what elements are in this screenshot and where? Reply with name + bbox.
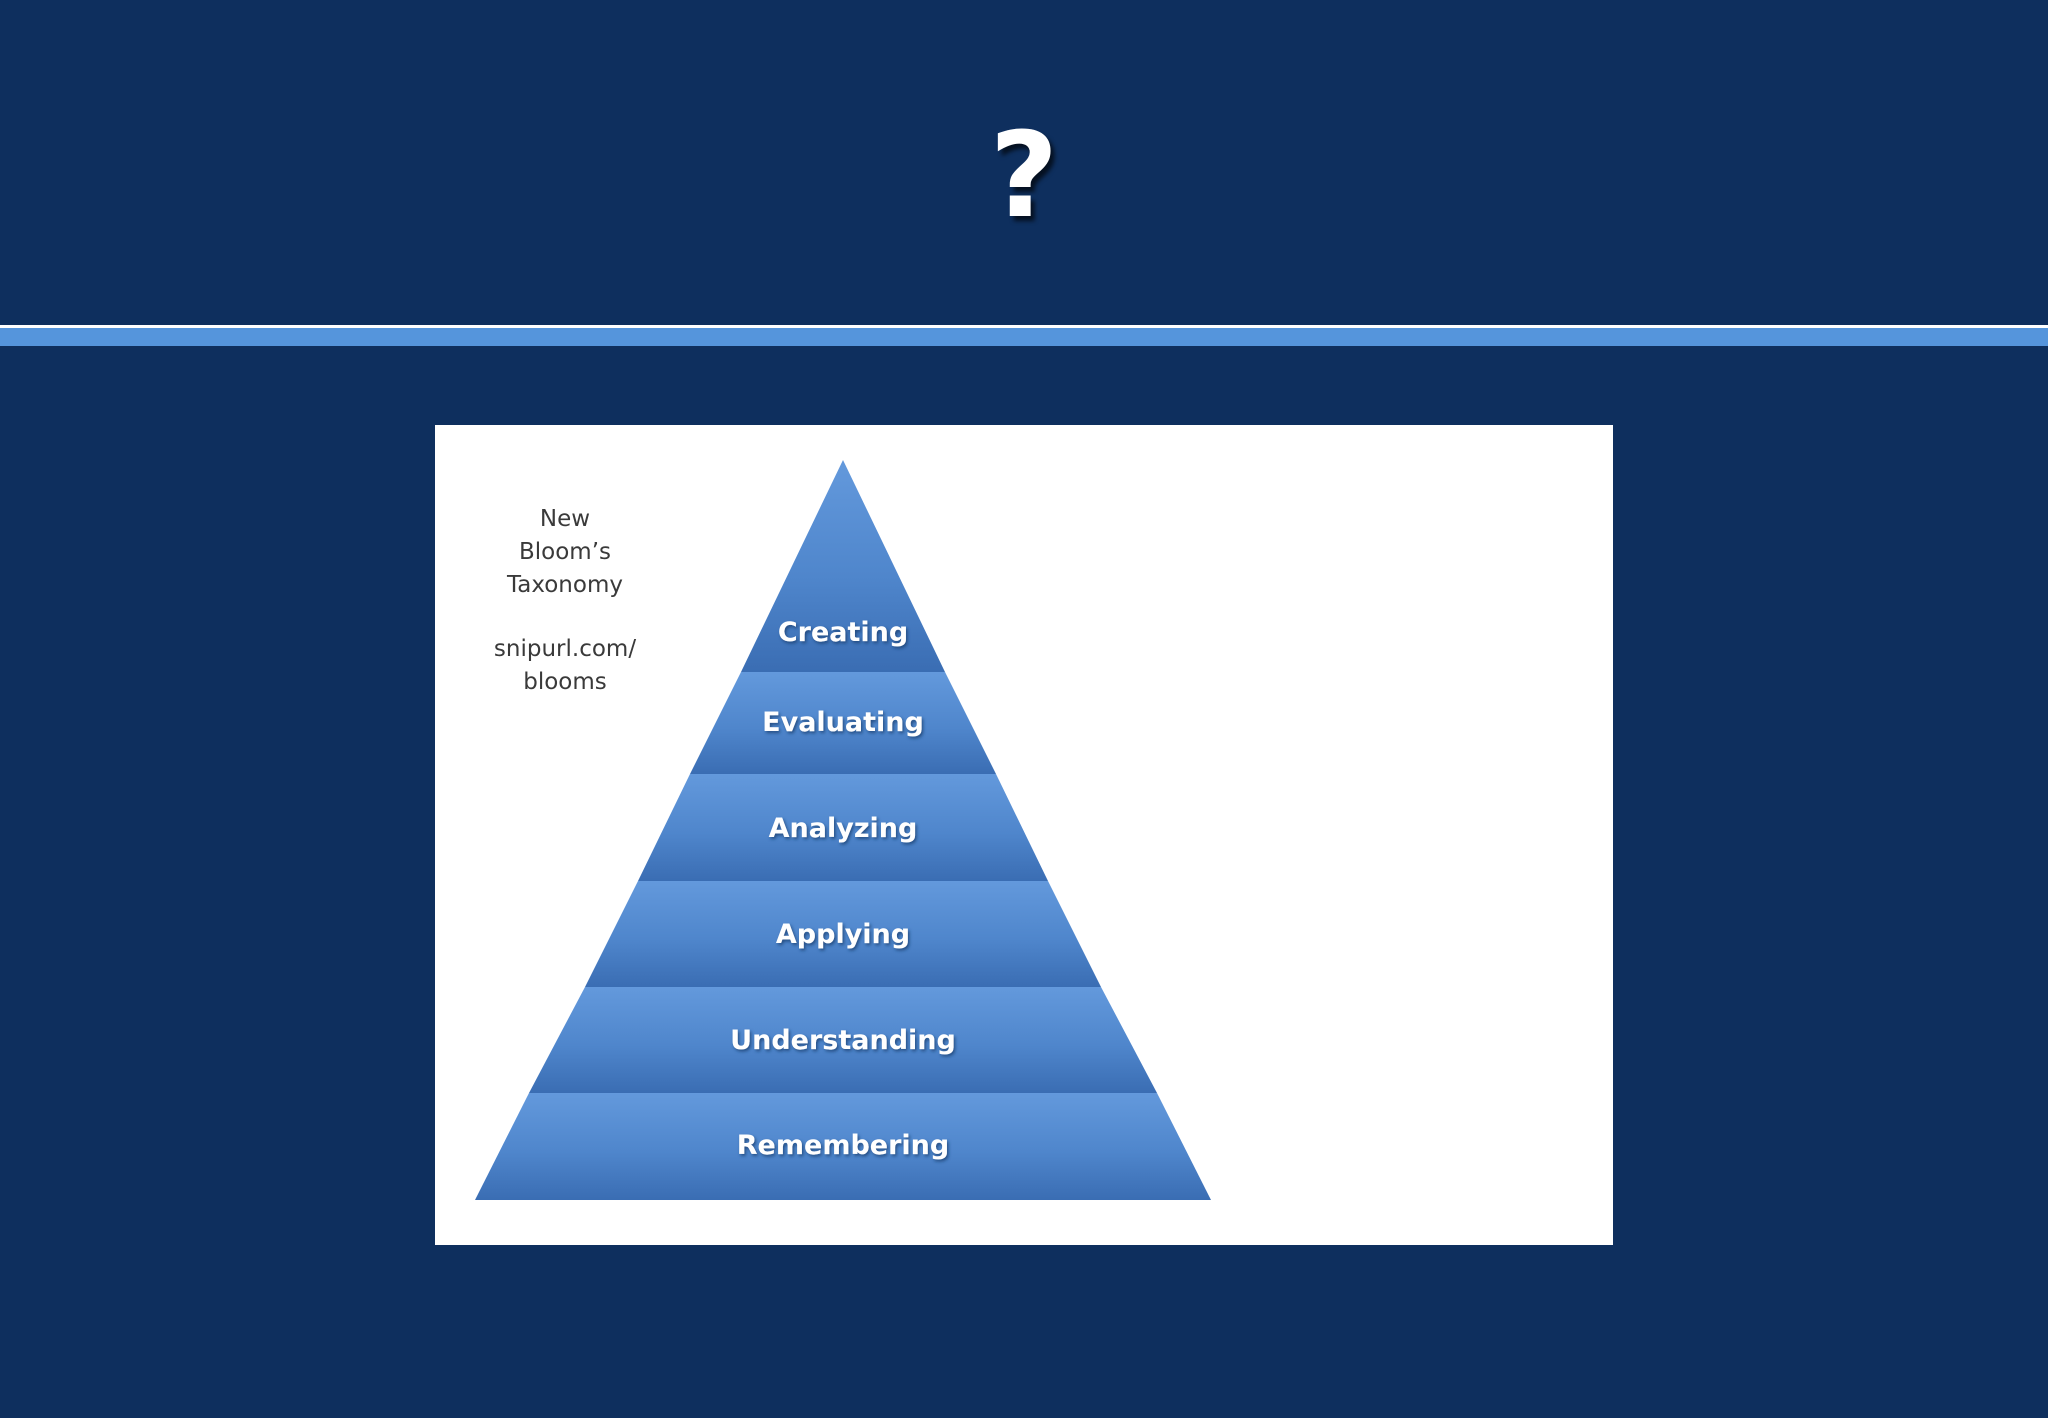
pyramid-level-remembering xyxy=(475,1093,1211,1200)
level-label-analyzing: Analyzing xyxy=(769,813,918,844)
caption-line-2: Bloom’s xyxy=(518,539,611,565)
link-line-2: blooms xyxy=(523,669,607,695)
pyramid-level-creating xyxy=(741,460,945,672)
caption-line-3: Taxonomy xyxy=(507,572,623,598)
blooms-taxonomy-figure: Creating Evaluating Analyzing Applying U… xyxy=(435,425,1613,1245)
pyramid-level-evaluating xyxy=(690,672,996,774)
caption-line-1: New xyxy=(539,506,591,532)
slide-title: ? xyxy=(989,106,1059,244)
link-line-1: snipurl.com/ xyxy=(493,636,637,662)
level-label-understanding: Understanding xyxy=(730,1025,956,1056)
level-label-applying: Applying xyxy=(776,919,910,950)
source-link: snipurl.com/ blooms xyxy=(465,633,665,699)
level-label-remembering: Remembering xyxy=(737,1130,949,1161)
pyramid-level-analyzing xyxy=(638,774,1048,881)
pyramid-diagram: Creating Evaluating Analyzing Applying U… xyxy=(475,460,1211,1200)
taxonomy-caption: New Bloom’s Taxonomy xyxy=(475,503,655,602)
title-divider-thick xyxy=(0,328,2048,346)
level-label-evaluating: Evaluating xyxy=(762,707,924,738)
title-divider-thin xyxy=(0,325,2048,328)
level-label-creating: Creating xyxy=(778,617,908,648)
pyramid-level-understanding xyxy=(529,987,1157,1093)
pyramid-level-applying xyxy=(585,881,1101,987)
